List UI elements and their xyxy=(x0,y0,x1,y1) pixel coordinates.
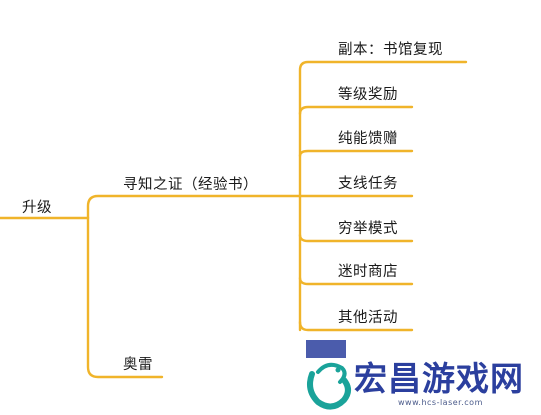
leaf-label-zhixian: 支线任务 xyxy=(338,176,398,192)
watermark-name: 宏昌游戏网 xyxy=(354,359,524,398)
watermark-url: www.hcs-laser.com xyxy=(398,398,483,407)
root-node-label: 升级 xyxy=(22,200,52,216)
leaf-connector-6 xyxy=(298,276,414,286)
leaf-connector-7 xyxy=(298,320,414,332)
leaf-connector-2 xyxy=(298,105,414,116)
dragon-logo-icon xyxy=(306,340,351,410)
leaf-label-dengji: 等级奖励 xyxy=(338,87,398,103)
leaf-label-qiongju: 穷举模式 xyxy=(338,221,398,237)
branch-label-xunzhi: 寻知之证（经验书） xyxy=(123,177,258,193)
branch-label-aolei: 奥雷 xyxy=(123,357,153,373)
leaf-bracket xyxy=(298,60,468,198)
leaf-label-chunneng: 纯能馈赠 xyxy=(338,131,398,147)
leaf-connector-5 xyxy=(298,233,414,243)
leaf-label-qita: 其他活动 xyxy=(338,310,398,326)
watermark: 宏昌游戏网 www.hcs-laser.com xyxy=(298,334,541,415)
leaf-label-mishi: 迷时商店 xyxy=(338,264,398,280)
root-bracket xyxy=(86,194,302,220)
root-bracket-lower xyxy=(86,216,164,379)
leaf-label-fuben: 副本：书馆复现 xyxy=(338,42,443,58)
leaf-connector-3 xyxy=(298,149,414,158)
